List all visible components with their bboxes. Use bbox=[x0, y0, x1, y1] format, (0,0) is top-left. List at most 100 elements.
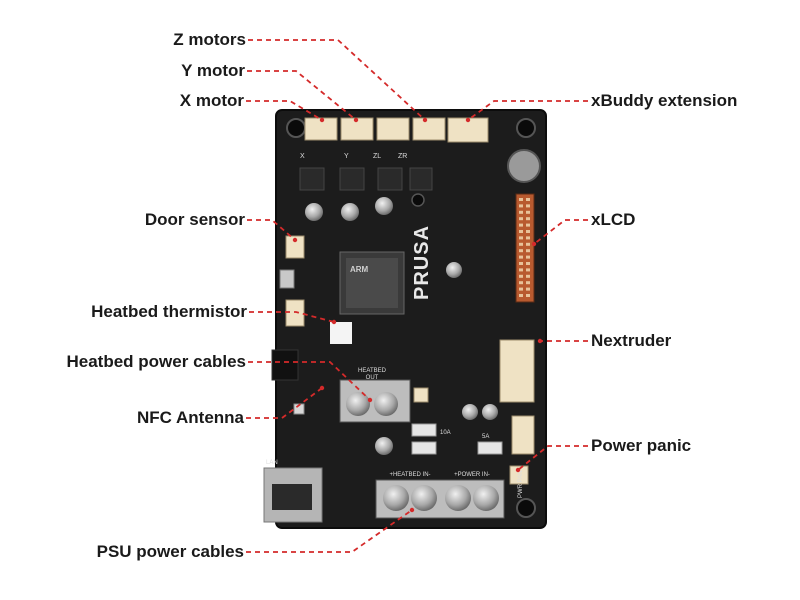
leader-door-sensor-endpoint bbox=[292, 237, 298, 243]
xlcd-pin bbox=[526, 210, 530, 214]
driver-zr bbox=[409, 167, 433, 191]
leader-psu-power-cables-endpoint bbox=[409, 507, 415, 513]
coin-cell bbox=[507, 149, 541, 183]
mounting-hole-tr bbox=[516, 118, 536, 138]
heatbed-out-plus bbox=[346, 392, 370, 416]
cap-2 bbox=[341, 203, 359, 221]
xlcd-pin bbox=[519, 287, 523, 291]
silk-heatbed-in: +HEATBED IN- bbox=[389, 472, 430, 478]
leader-power-panic-endpoint bbox=[515, 467, 521, 473]
xlcd-pin bbox=[526, 262, 530, 265]
psu-heatbed-in-plus bbox=[383, 485, 409, 511]
connector-x bbox=[304, 117, 338, 141]
leader-xbuddy-extension bbox=[467, 100, 588, 121]
xlcd-pin bbox=[519, 198, 523, 201]
leader-heatbed-thermistor bbox=[249, 311, 335, 323]
label-xlcd: xLCD bbox=[591, 210, 636, 229]
silk-heatbed-out-line2: OUT bbox=[366, 375, 379, 381]
chip-marking: ARM bbox=[350, 265, 369, 274]
xlcd-pin bbox=[526, 223, 530, 227]
silk-lan: LAN bbox=[266, 460, 278, 466]
cap-4 bbox=[446, 262, 462, 278]
cap-7 bbox=[482, 404, 498, 420]
leader-door-sensor bbox=[247, 219, 296, 241]
xlcd-pin bbox=[519, 249, 523, 253]
label-y-motor: Y motor bbox=[181, 61, 245, 80]
xlcd-pin bbox=[519, 268, 523, 272]
leader-heatbed-power-cables bbox=[248, 361, 371, 401]
psu-power-in-minus bbox=[473, 485, 499, 511]
cap-6 bbox=[462, 404, 478, 420]
power-panic-connector bbox=[509, 465, 529, 485]
xlcd-pin bbox=[519, 236, 523, 240]
leader-lines bbox=[246, 39, 588, 553]
connector-zl bbox=[376, 117, 410, 141]
xlcd-pin bbox=[519, 204, 523, 208]
leader-psu-power-cables bbox=[246, 509, 413, 553]
xlcd-pin bbox=[526, 255, 530, 259]
xlcd-pin bbox=[526, 268, 530, 272]
nfc-antenna-connector bbox=[293, 403, 305, 415]
brand-silk: PRUSA bbox=[411, 225, 433, 300]
xlcd-pin bbox=[519, 294, 523, 297]
mcu-chip: ARM bbox=[339, 251, 405, 315]
silk-pwr-pan: PWR PAN bbox=[518, 470, 524, 498]
label-nextruder: Nextruder bbox=[591, 331, 672, 350]
door-sensor-connector bbox=[285, 235, 305, 259]
leader-z-motors bbox=[248, 39, 426, 121]
connector-zr bbox=[412, 117, 446, 141]
nextruder-connector bbox=[499, 339, 535, 403]
leader-y-motor-endpoint bbox=[353, 117, 359, 123]
usb-c-port bbox=[279, 269, 295, 289]
silk-y: Y bbox=[344, 153, 349, 160]
xlcd-pin bbox=[519, 281, 523, 285]
leader-xbuddy-extension-endpoint bbox=[465, 117, 471, 123]
xlcd-pin bbox=[519, 217, 523, 221]
mounting-hole-tl bbox=[286, 118, 306, 138]
driver-zl bbox=[377, 167, 403, 191]
cap-1 bbox=[305, 203, 323, 221]
silk-zr: ZR bbox=[398, 153, 407, 160]
xlcd-header-pins bbox=[519, 198, 530, 297]
fuse-2 bbox=[411, 441, 437, 455]
small-capacitors bbox=[305, 197, 498, 455]
xlcd-pin bbox=[526, 230, 530, 233]
xlcd-pin bbox=[519, 230, 523, 233]
stepper-drivers bbox=[299, 167, 433, 191]
mounting-hole-mid bbox=[411, 193, 425, 207]
leader-nfc-antenna-endpoint bbox=[319, 385, 325, 391]
heatbed-cable-socket bbox=[271, 349, 299, 381]
xlcd-pin bbox=[519, 210, 523, 214]
leader-z-motors-endpoint bbox=[422, 117, 428, 123]
label-power-panic: Power panic bbox=[591, 436, 692, 455]
label-heatbed-thermistor: Heatbed thermistor bbox=[91, 302, 247, 321]
leader-xlcd bbox=[533, 219, 588, 245]
xlcd-pin bbox=[526, 236, 530, 240]
silk-heatbed-out-line1: HEATBED bbox=[358, 368, 387, 374]
leader-power-panic bbox=[517, 445, 588, 471]
ethernet-jack-opening bbox=[272, 484, 312, 510]
label-nfc-antenna: NFC Antenna bbox=[136, 408, 244, 427]
cap-5 bbox=[375, 437, 393, 455]
qr-code bbox=[330, 322, 352, 344]
silk-zl: ZL bbox=[373, 153, 381, 160]
leader-heatbed-thermistor-endpoint bbox=[331, 319, 337, 325]
xlcd-pin bbox=[519, 223, 523, 227]
psu-power-in-plus bbox=[445, 485, 471, 511]
connector-aux bbox=[511, 415, 535, 455]
label-heatbed-power-cables: Heatbed power cables bbox=[66, 352, 246, 371]
xlcd-pin bbox=[526, 217, 530, 221]
mounting-hole-br bbox=[516, 498, 536, 518]
xlcd-pin bbox=[526, 242, 530, 246]
silk-fuse-5a: 5A bbox=[482, 434, 489, 440]
silk-power-in: +POWER IN- bbox=[454, 472, 490, 478]
silk-fuse-10a: 10A bbox=[440, 430, 451, 436]
leader-nfc-antenna bbox=[246, 387, 323, 419]
xlcd-pin bbox=[526, 294, 530, 297]
xlcd-pin bbox=[519, 274, 523, 278]
xlcd-pin bbox=[526, 274, 530, 278]
driver-x bbox=[299, 167, 325, 191]
